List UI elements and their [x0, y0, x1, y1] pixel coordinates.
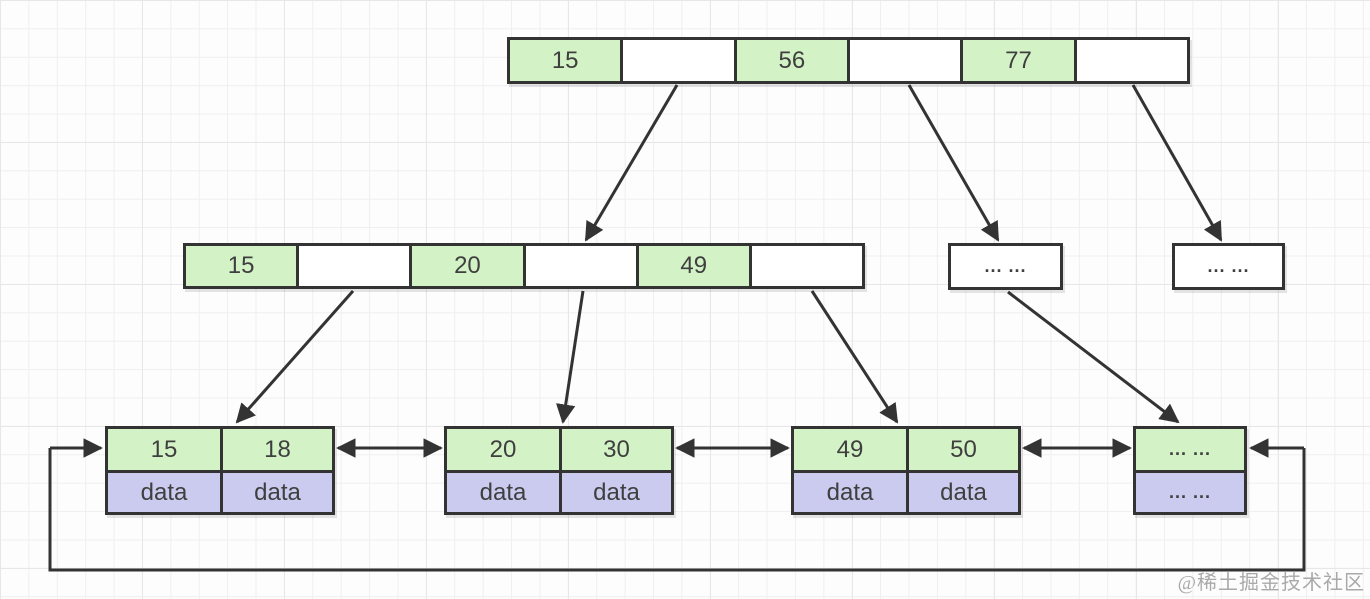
data-cell: data: [220, 470, 332, 512]
ellipsis-node-1: ... ...: [948, 243, 1063, 290]
key-cell: 50: [906, 429, 1018, 470]
leaf-node-4-ellipsis: ... ... ... ...: [1133, 426, 1247, 515]
data-cell: data: [559, 470, 671, 512]
data-cell: ... ...: [1136, 470, 1244, 512]
root-node: 15 56 77: [507, 37, 1190, 84]
pointer-cell: [1073, 40, 1187, 81]
ellipsis-node-2: ... ...: [1172, 243, 1285, 290]
key-cell: 18: [220, 429, 332, 470]
arrow-root-to-internal: [584, 84, 679, 242]
data-cell: data: [906, 470, 1018, 512]
arrow-root-to-ellipsis-node-1: [907, 84, 1000, 242]
key-cell: 49: [635, 246, 749, 286]
data-cell: data: [108, 470, 220, 512]
watermark: @稀土掘金技术社区: [1177, 572, 1365, 594]
leaf-node-2: 20 30 data data: [444, 426, 674, 515]
arrow-internal-to-leaf-1: [235, 290, 355, 424]
key-cell: 15: [186, 246, 297, 286]
pointer-cell: [296, 246, 410, 286]
leaf-node-3: 49 50 data data: [791, 426, 1021, 515]
pointer-cell: [620, 40, 734, 81]
leaf-node-1: 15 18 data data: [105, 426, 335, 515]
arrow-internal-to-leaf-3: [810, 290, 899, 424]
internal-node: 15 20 49: [183, 243, 865, 289]
key-cell: 56: [733, 40, 847, 81]
key-cell: 15: [510, 40, 621, 81]
key-cell: 20: [409, 246, 523, 286]
key-cell: 30: [559, 429, 671, 470]
key-cell: 49: [794, 429, 906, 470]
arrow-root-to-ellipsis-node-2: [1131, 84, 1223, 242]
data-cell: data: [447, 470, 559, 512]
pointer-cell: [846, 40, 961, 81]
key-cell: 20: [447, 429, 559, 470]
arrow-ellipsis-node-1-to-leaf-4: [1007, 290, 1180, 424]
key-cell: 77: [960, 40, 1074, 81]
pointer-cell: [522, 246, 636, 286]
key-cell: ... ...: [1136, 429, 1244, 470]
pointer-cell: [748, 246, 863, 286]
arrow-internal-to-leaf-2: [556, 290, 585, 424]
data-cell: data: [794, 470, 906, 512]
key-cell: 15: [108, 429, 220, 470]
